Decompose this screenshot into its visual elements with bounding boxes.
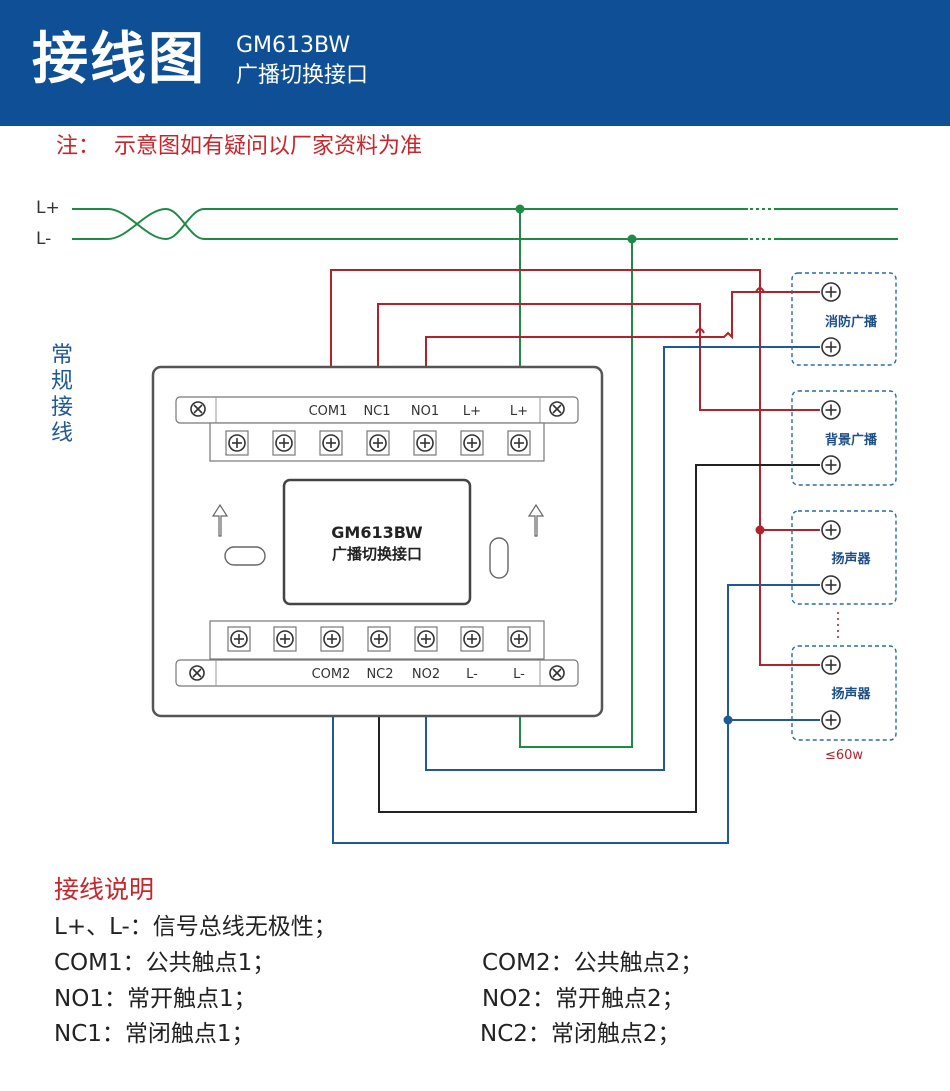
- legend-no1: NO1：常开触点1；: [54, 986, 257, 1012]
- speaker-box-2: [791, 645, 897, 741]
- page-title: 接线图: [32, 27, 206, 92]
- junction-dot: [515, 204, 525, 214]
- fire-broadcast-box: [791, 272, 897, 366]
- terminal-label-lplus: L+: [510, 404, 528, 419]
- svg-text:常: 常: [51, 343, 73, 368]
- terminal-label-lminus: L-: [466, 667, 478, 682]
- side-label-conventional-wiring: 常 规 接 线: [51, 343, 73, 446]
- terminal-label-com1: COM1: [309, 404, 348, 419]
- legend-no2: NO2：常开触点2；: [482, 986, 685, 1012]
- relay-wire-black: [378, 464, 820, 813]
- header-banner: 接线图 GM613BW 广播切换接口: [0, 0, 950, 126]
- terminal-label-no2: NO2: [412, 667, 440, 682]
- svg-text:接: 接: [51, 395, 73, 420]
- legend-nc2: NC2：常闭触点2；: [480, 1021, 681, 1047]
- background-broadcast-label: 背景广播: [825, 432, 878, 448]
- junction-dot: [627, 234, 637, 244]
- module-name: 广播切换接口: [332, 545, 422, 563]
- disclaimer-note: 注： 示意图如有疑问以厂家资料为准: [56, 134, 422, 159]
- terminal-label-nc2: NC2: [366, 667, 393, 682]
- speaker-label-1: 扬声器: [831, 551, 871, 567]
- terminal-label-nc1: NC1: [363, 404, 390, 419]
- legend-nc1: NC1：常闭触点1；: [54, 1021, 255, 1047]
- legend-com2: COM2：公共触点2；: [482, 950, 704, 976]
- header-subtitle: 广播切换接口: [236, 63, 369, 88]
- terminal-label-lplus: L+: [463, 404, 481, 419]
- relay-wires-red: [330, 269, 820, 666]
- power-limit-label: ≤60w: [825, 748, 863, 763]
- header-model: GM613BW: [236, 33, 351, 58]
- terminal-label-com2: COM2: [312, 667, 351, 682]
- fire-broadcast-label: 消防广播: [825, 314, 878, 330]
- terminal-label-lminus: L-: [513, 667, 525, 682]
- bus-label-lminus: L-: [36, 229, 51, 249]
- speaker-box-1: [791, 510, 897, 605]
- legend-com1: COM1：公共触点1；: [54, 950, 276, 976]
- junction-dot: [723, 715, 733, 725]
- svg-text:规: 规: [51, 369, 73, 394]
- relay-wires-blue: [332, 346, 820, 844]
- background-broadcast-box: [791, 390, 897, 486]
- terminal-label-no1: NO1: [411, 404, 439, 419]
- speaker-label-2: 扬声器: [831, 686, 871, 702]
- legend-bus: L+、L-：信号总线无极性；: [54, 914, 337, 940]
- module-model: GM613BW: [331, 523, 423, 542]
- bus-label-lplus: L+: [36, 198, 60, 218]
- svg-text:线: 线: [51, 421, 73, 446]
- module-body: [151, 365, 604, 718]
- junction-dot: [755, 525, 765, 535]
- legend-title: 接线说明: [54, 875, 155, 904]
